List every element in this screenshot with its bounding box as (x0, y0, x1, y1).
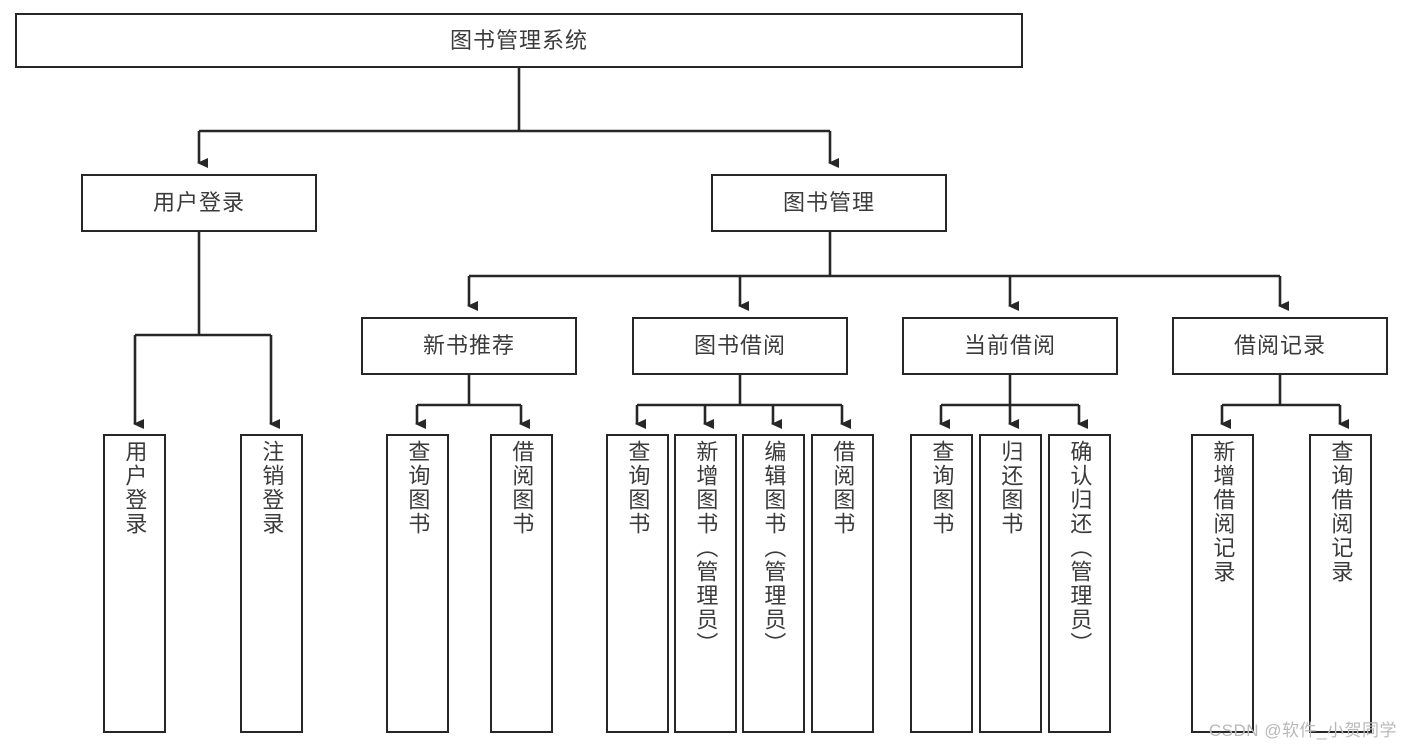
node-leaf-query-record-label: 查询借阅记录 (1328, 440, 1354, 584)
node-leaf-add-record-label: 新增借阅记录 (1210, 440, 1236, 584)
node-leaf-borrow-book-1[interactable]: 借阅图书 (490, 434, 553, 733)
node-leaf-query-record[interactable]: 查询借阅记录 (1309, 434, 1372, 733)
node-leaf-add-book[interactable]: 新增图书（管理员） (674, 434, 737, 733)
node-leaf-return-book-label: 归还图书 (998, 440, 1024, 536)
node-root[interactable]: 图书管理系统 (15, 13, 1023, 68)
node-borrow-record-label: 借阅记录 (1233, 333, 1326, 359)
node-leaf-user-login[interactable]: 用户登录 (103, 434, 166, 733)
node-new-book-recommend-label: 新书推荐 (422, 333, 515, 359)
watermark: CSDN @软件_小贺同学 (1208, 721, 1397, 740)
node-leaf-confirm-return[interactable]: 确认归还（管理员） (1048, 434, 1111, 733)
node-leaf-borrow-book-1-label: 借阅图书 (509, 440, 535, 536)
node-user-login[interactable]: 用户登录 (81, 174, 317, 232)
node-book-borrow-label: 图书借阅 (693, 333, 786, 359)
node-leaf-query-book-1[interactable]: 查询图书 (386, 434, 449, 733)
node-leaf-logout-login[interactable]: 注销登录 (240, 434, 303, 733)
node-leaf-add-book-label: 新增图书（管理员） (693, 440, 719, 656)
node-leaf-user-login-label: 用户登录 (122, 440, 148, 536)
node-borrow-record[interactable]: 借阅记录 (1172, 317, 1388, 375)
node-root-label: 图书管理系统 (449, 27, 588, 53)
node-book-manage-label: 图书管理 (782, 190, 875, 216)
node-book-borrow[interactable]: 图书借阅 (632, 317, 848, 375)
node-leaf-query-book-2-label: 查询图书 (625, 440, 651, 536)
node-book-manage[interactable]: 图书管理 (711, 174, 947, 232)
node-leaf-query-book-3-label: 查询图书 (929, 440, 955, 536)
node-leaf-add-record[interactable]: 新增借阅记录 (1191, 434, 1254, 733)
node-leaf-edit-book-label: 编辑图书（管理员） (761, 440, 787, 656)
node-leaf-logout-login-label: 注销登录 (259, 440, 285, 536)
node-leaf-edit-book[interactable]: 编辑图书（管理员） (742, 434, 805, 733)
node-new-book-recommend[interactable]: 新书推荐 (361, 317, 577, 375)
node-user-login-label: 用户登录 (152, 190, 245, 216)
node-leaf-confirm-return-label: 确认归还（管理员） (1067, 440, 1093, 656)
node-leaf-query-book-3[interactable]: 查询图书 (910, 434, 973, 733)
node-leaf-query-book-2[interactable]: 查询图书 (606, 434, 669, 733)
node-current-borrow[interactable]: 当前借阅 (902, 317, 1118, 375)
node-current-borrow-label: 当前借阅 (963, 333, 1056, 359)
node-leaf-borrow-book-2[interactable]: 借阅图书 (811, 434, 874, 733)
node-leaf-return-book[interactable]: 归还图书 (979, 434, 1042, 733)
node-leaf-query-book-1-label: 查询图书 (405, 440, 431, 536)
node-leaf-borrow-book-2-label: 借阅图书 (830, 440, 856, 536)
